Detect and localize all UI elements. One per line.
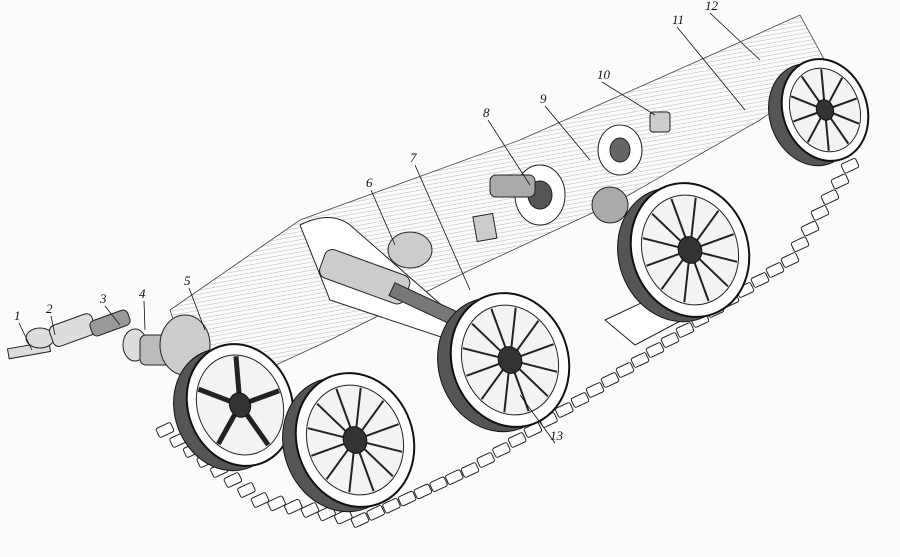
road-wheel <box>173 343 295 472</box>
track-link <box>840 157 860 174</box>
final-drive-assembly <box>6 309 211 376</box>
track-link <box>382 497 401 514</box>
leader-line <box>370 189 396 246</box>
hub-components <box>472 111 671 243</box>
leader-line <box>143 300 146 331</box>
callout-1: 1 <box>14 308 21 323</box>
callout-12: 12 <box>705 0 719 13</box>
callout-5: 5 <box>184 273 191 288</box>
track-link <box>237 482 256 498</box>
track-link <box>820 189 840 205</box>
leader-line <box>676 26 746 111</box>
track-link <box>250 492 270 508</box>
track-link <box>570 392 590 408</box>
track-link <box>334 508 353 525</box>
leader-line <box>487 119 531 186</box>
track-link <box>585 382 605 398</box>
track-link <box>223 472 243 488</box>
leader-line <box>709 12 761 61</box>
drive-sprocket <box>768 58 870 167</box>
track-link <box>660 332 680 348</box>
road-wheel <box>617 182 751 323</box>
track-link <box>267 495 286 512</box>
callout-8: 8 <box>483 105 490 120</box>
track-link <box>507 432 527 448</box>
track-link <box>800 220 820 237</box>
track-link <box>780 252 800 268</box>
track-link <box>630 352 650 368</box>
road-wheels <box>173 58 870 513</box>
suspension-arm-assembly <box>299 217 471 341</box>
callout-9: 9 <box>540 91 547 106</box>
track-link <box>555 402 574 418</box>
callout-13: 13 <box>550 428 564 443</box>
callout-7: 7 <box>410 150 417 165</box>
track-link <box>750 272 770 288</box>
track-link <box>600 372 620 388</box>
callout-6: 6 <box>366 175 373 190</box>
track-link <box>366 505 385 521</box>
leader-line <box>18 322 33 351</box>
track-link <box>492 442 511 458</box>
track-link <box>645 342 665 358</box>
track-link <box>790 236 810 253</box>
leader-line <box>601 81 656 116</box>
leader-line <box>104 305 121 326</box>
track-link <box>284 498 303 515</box>
track-link <box>615 362 635 378</box>
road-wheel <box>282 372 416 513</box>
callout-11: 11 <box>672 12 684 27</box>
track-link <box>350 512 370 528</box>
track-link <box>476 452 495 468</box>
track-link <box>675 322 695 338</box>
leader-line <box>188 287 206 331</box>
track-link <box>830 173 850 190</box>
leader-line <box>50 315 56 336</box>
leader-line <box>544 105 591 161</box>
road-wheel <box>437 292 571 433</box>
callout-2: 2 <box>46 301 53 316</box>
track-link <box>445 469 464 485</box>
track-link <box>429 476 448 493</box>
callout-10: 10 <box>597 67 611 82</box>
callout-4: 4 <box>139 286 146 301</box>
leader-line <box>519 394 556 444</box>
track-link <box>300 502 320 518</box>
track-link <box>460 462 480 478</box>
track-link <box>765 262 785 278</box>
track-link <box>397 490 417 507</box>
track-link <box>810 205 830 221</box>
track-link <box>155 422 175 438</box>
track-link <box>413 483 433 500</box>
leader-line <box>414 164 471 291</box>
callout-3: 3 <box>99 291 107 306</box>
